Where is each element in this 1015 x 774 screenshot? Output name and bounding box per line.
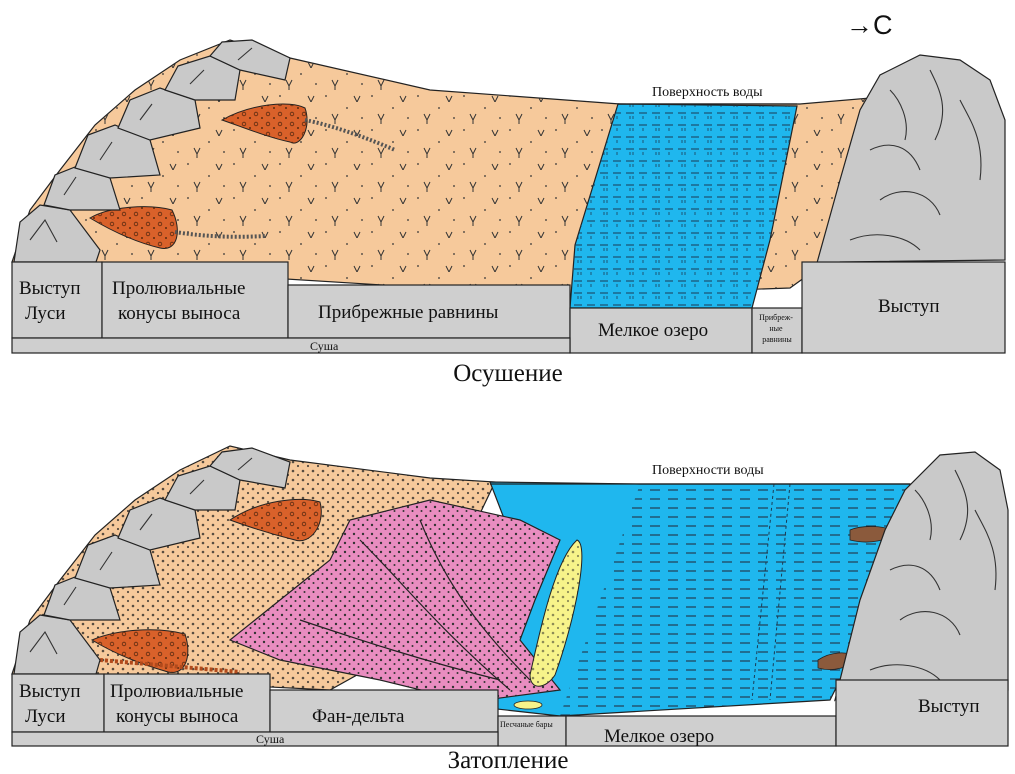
north-direction-label: →C [846, 10, 893, 40]
top-uplift-label: Выступ [878, 296, 940, 317]
top-water-surface-label: Поверхность воды [652, 85, 763, 100]
bottom-land-label: Суша [256, 732, 285, 746]
bottom-uplift-label: Выступ [918, 696, 980, 717]
bottom-block-diagram: Поверхности воды [12, 446, 1008, 774]
bottom-title: Затопление [448, 747, 569, 774]
bottom-water-surface-label: Поверхности воды [652, 463, 764, 478]
top-plains-label: Прибрежные равнины [318, 302, 499, 323]
bottom-lake-label: Мелкое озеро [604, 726, 714, 747]
top-lake-label: Мелкое озеро [598, 320, 708, 341]
top-title: Осушение [453, 360, 563, 387]
bottom-fandelta-label: Фан-дельта [312, 706, 405, 727]
bottom-sandbars-label: Песчаные бары [500, 720, 553, 729]
top-block-diagram: Поверхность воды [12, 40, 1005, 387]
top-land-label: Суша [310, 339, 339, 353]
